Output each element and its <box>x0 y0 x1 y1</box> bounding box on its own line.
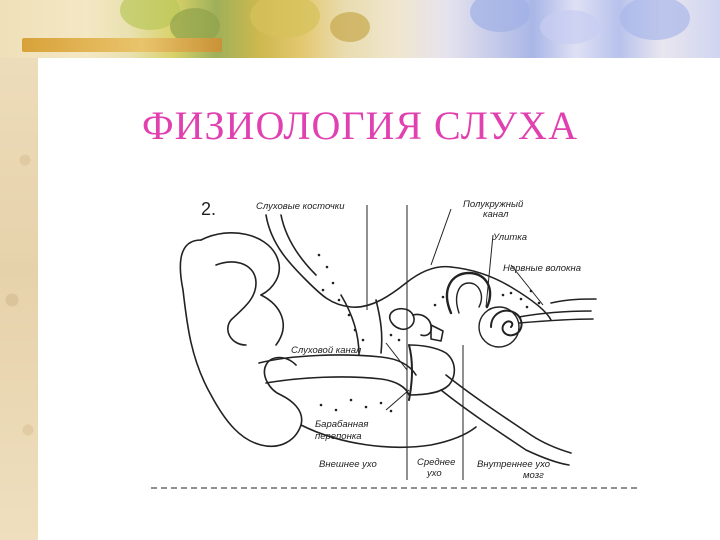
incus <box>413 314 431 335</box>
semicircular-canal-a <box>447 273 490 313</box>
label-middle-ear-1: Среднее <box>417 457 455 468</box>
canal-lower <box>266 377 409 395</box>
eardrum-leader <box>386 390 409 410</box>
pinna-outline <box>180 240 301 446</box>
ear-diagram: 2. Слуховые косточки Полукружный канал У… <box>91 195 645 498</box>
label-ossicles: Слуховые косточки <box>256 201 345 212</box>
label-auditory-canal: Слуховой канал <box>291 345 362 356</box>
eustachian-tube-lower <box>441 390 569 465</box>
label-eardrum-2: перепонка <box>315 431 362 442</box>
parchment-edge <box>0 0 38 540</box>
canal-label-leader <box>386 343 407 370</box>
canal-upper <box>259 355 416 375</box>
cochlea <box>491 311 522 336</box>
malleus <box>390 309 414 330</box>
bone-inner <box>281 215 316 275</box>
middle-ear-cavity <box>409 345 454 395</box>
gold-accent-bar <box>22 38 222 52</box>
label-inner-ear: Внутреннее ухо <box>477 459 550 470</box>
pinna-antihelix <box>216 262 256 345</box>
label-nerve-fibers: Нервные волокна <box>503 263 581 274</box>
label-eardrum-1: Барабанная <box>315 419 368 430</box>
eardrum <box>409 345 412 400</box>
figure-number: 2. <box>201 199 216 219</box>
ear-anatomy-figure: 2. Слуховые косточки Полукружный канал У… <box>91 195 645 498</box>
label-cochlea: Улитка <box>492 232 527 243</box>
nerve-upper <box>519 311 591 317</box>
label-semicircular-2: канал <box>483 209 509 220</box>
slide-title: ФИЗИОЛОГИЯ СЛУХА <box>0 102 720 149</box>
decorative-banner <box>0 0 720 58</box>
label-middle-ear-2: ухо <box>426 468 442 479</box>
label-inner-ear-sub: мозг <box>523 470 544 481</box>
eustachian-tube-upper <box>446 375 571 453</box>
nerve-top <box>551 299 596 303</box>
bone-mid-2 <box>376 300 382 353</box>
label-outer-ear: Внешнее ухо <box>319 459 377 470</box>
canal-leader <box>431 209 451 265</box>
concha <box>261 295 283 345</box>
nerve-lower <box>519 319 593 323</box>
pinna-helix <box>201 233 279 295</box>
semicircular-canal-b <box>457 283 482 313</box>
stapes <box>431 325 443 341</box>
bone-upper <box>266 215 451 307</box>
